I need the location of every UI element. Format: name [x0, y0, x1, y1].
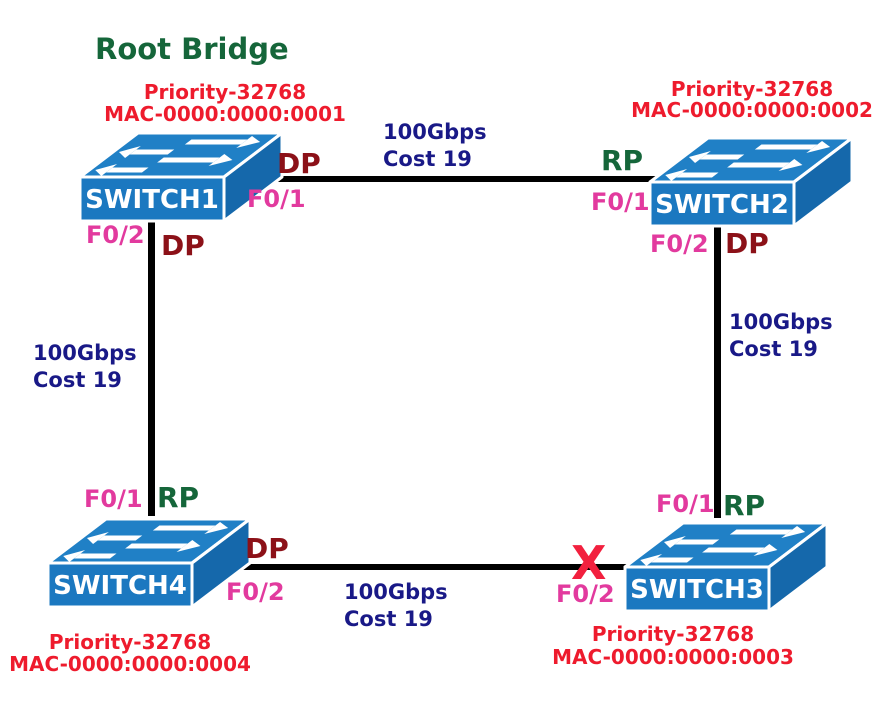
link-switch2-switch3 [714, 226, 721, 518]
switch4-label: SWITCH4 [53, 571, 187, 601]
switch4-mac: MAC-0000:0000:0004 [9, 652, 251, 676]
port-role-switch4-f02: DP [245, 532, 289, 565]
port-role-switch4-f01: RP [157, 481, 200, 514]
port-label-switch2-f01: F0/1 [591, 188, 650, 216]
port-role-switch2-f01: RP [601, 144, 644, 177]
link-bottom-bandwidth: 100Gbps [344, 580, 448, 604]
switch-front-face [648, 180, 796, 228]
port-label-switch4-f01: F0/1 [84, 485, 143, 513]
port-label-switch3-f01: F0/1 [656, 490, 715, 518]
switch2-priority: Priority-32768 [670, 77, 834, 101]
switch2-icon: SWITCH2 [648, 136, 854, 228]
switch1-priority: Priority-32768 [143, 80, 307, 104]
page-title: Root Bridge [95, 32, 289, 66]
link-switch4-switch3 [212, 564, 627, 570]
port-label-switch1-f02: F0/2 [86, 221, 145, 249]
port-role-switch3-f01: RP [723, 489, 766, 522]
link-switch1-switch4 [148, 220, 155, 516]
link-right-cost-label: 100Gbps Cost 19 [729, 309, 833, 364]
switch-arrows-icon [63, 522, 229, 562]
port-label-switch2-f02: F0/2 [650, 230, 709, 258]
switch-front-face [623, 565, 771, 613]
port-role-switch1-f01: DP [277, 147, 321, 180]
switch1-mac: MAC-0000:0000:0001 [104, 102, 346, 126]
link-top-cost: Cost 19 [383, 147, 472, 172]
switch-arrows-icon [640, 526, 806, 566]
switch1-icon: SWITCH1 [78, 131, 284, 223]
port-label-switch3-f02: F0/2 [556, 580, 615, 608]
switch-arrows-icon [95, 136, 261, 176]
port-role-switch2-f02: DP [725, 227, 769, 260]
switch3-mac: MAC-0000:0000:0003 [552, 645, 794, 669]
switch3-icon: SWITCH3 [623, 521, 829, 613]
port-role-switch1-f02: DP [161, 229, 205, 262]
switch-front-face [78, 175, 226, 223]
switch-front-face [46, 561, 194, 609]
link-left-cost: Cost 19 [33, 368, 122, 393]
switch3-label: SWITCH3 [630, 575, 764, 605]
switch-arrows-icon [665, 141, 831, 181]
port-label-switch4-f02: F0/2 [226, 578, 285, 606]
link-bottom-cost: Cost 19 [344, 607, 433, 632]
switch4-icon: SWITCH4 [46, 517, 252, 609]
blocked-port-x-marker: X [571, 536, 607, 590]
switch2-mac: MAC-0000:0000:0002 [631, 98, 873, 122]
link-left-cost-label: 100Gbps Cost 19 [33, 340, 137, 395]
port-label-switch1-f01: F0/1 [247, 185, 306, 213]
link-right-cost: Cost 19 [729, 337, 818, 362]
switch4-priority: Priority-32768 [48, 630, 212, 654]
link-top-cost-label: 100Gbps Cost 19 [383, 119, 487, 174]
link-bottom-cost-label: 100Gbps Cost 19 [344, 579, 448, 634]
link-switch1-switch2 [240, 176, 658, 182]
switch2-label: SWITCH2 [655, 190, 789, 220]
link-top-bandwidth: 100Gbps [383, 120, 487, 144]
link-right-bandwidth: 100Gbps [729, 310, 833, 334]
switch3-priority: Priority-32768 [591, 622, 755, 646]
link-left-bandwidth: 100Gbps [33, 341, 137, 365]
switch1-label: SWITCH1 [85, 185, 219, 215]
